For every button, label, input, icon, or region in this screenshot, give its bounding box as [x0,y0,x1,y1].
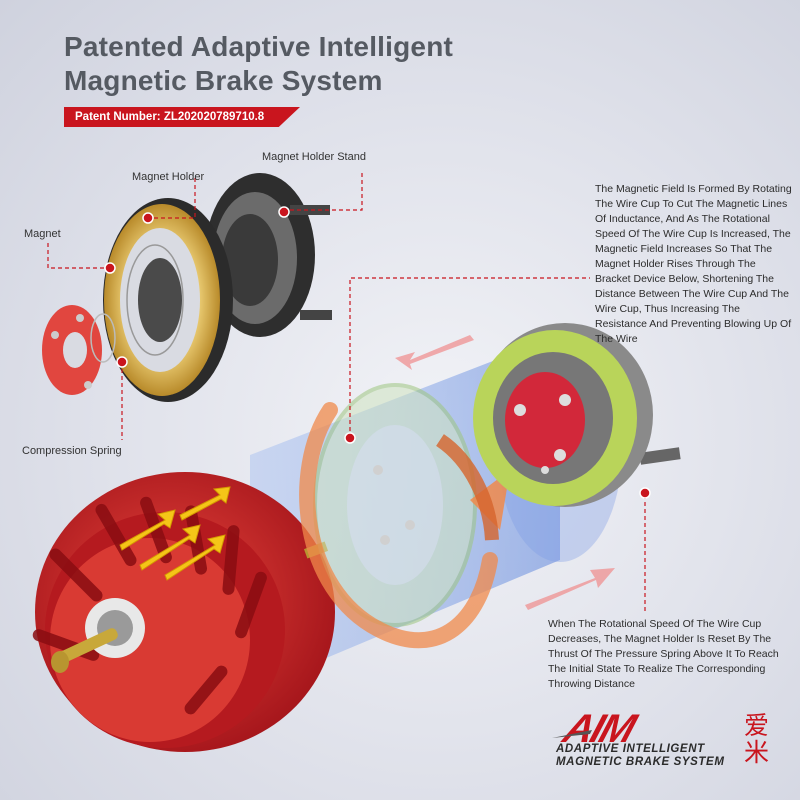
rotation-arrow [299,402,510,649]
magnet-plate [42,305,102,395]
direction-arrows [395,335,615,610]
aim-logo: AIM [552,708,643,751]
callout-dots [104,206,651,499]
patent-number-badge: Patent Number: ZL202020789710.8 [64,107,300,127]
aim-logo-chinese: 爱 米 [744,712,769,766]
airflow-arrows [119,486,231,581]
aim-logo-cn-2: 米 [744,738,770,767]
description-speed-increase: The Magnetic Field Is Formed By Rotating… [595,183,792,345]
description-speed-decrease: When The Rotational Speed Of The Wire Cu… [548,618,779,690]
right-brake-disc [473,323,681,507]
aim-logo-cn-1: 爱 [744,711,770,740]
magnet-holder-ring [103,198,233,402]
compression-spring [90,313,116,363]
title-line-1: Patented Adaptive Intelligent [64,31,454,62]
label-magnet-holder-stand: Magnet Holder Stand [262,151,366,163]
label-magnet-holder: Magnet Holder [132,171,205,183]
label-magnet: Magnet [24,228,61,240]
aim-logo-line-2: MAGNETIC BRAKE SYSTEM [556,756,725,768]
label-compression-spring: Compression Spring [22,445,122,457]
callout-lines [47,170,646,612]
aim-logo-text: ADAPTIVE INTELLIGENT MAGNETIC BRAKE SYST… [556,743,725,769]
translucent-magnet-disc [313,383,477,627]
page-title: Patented Adaptive Intelligent Magnetic B… [64,30,453,98]
aim-logo-line-1: ADAPTIVE INTELLIGENT [556,743,705,755]
title-line-2: Magnetic Brake System [64,65,383,96]
